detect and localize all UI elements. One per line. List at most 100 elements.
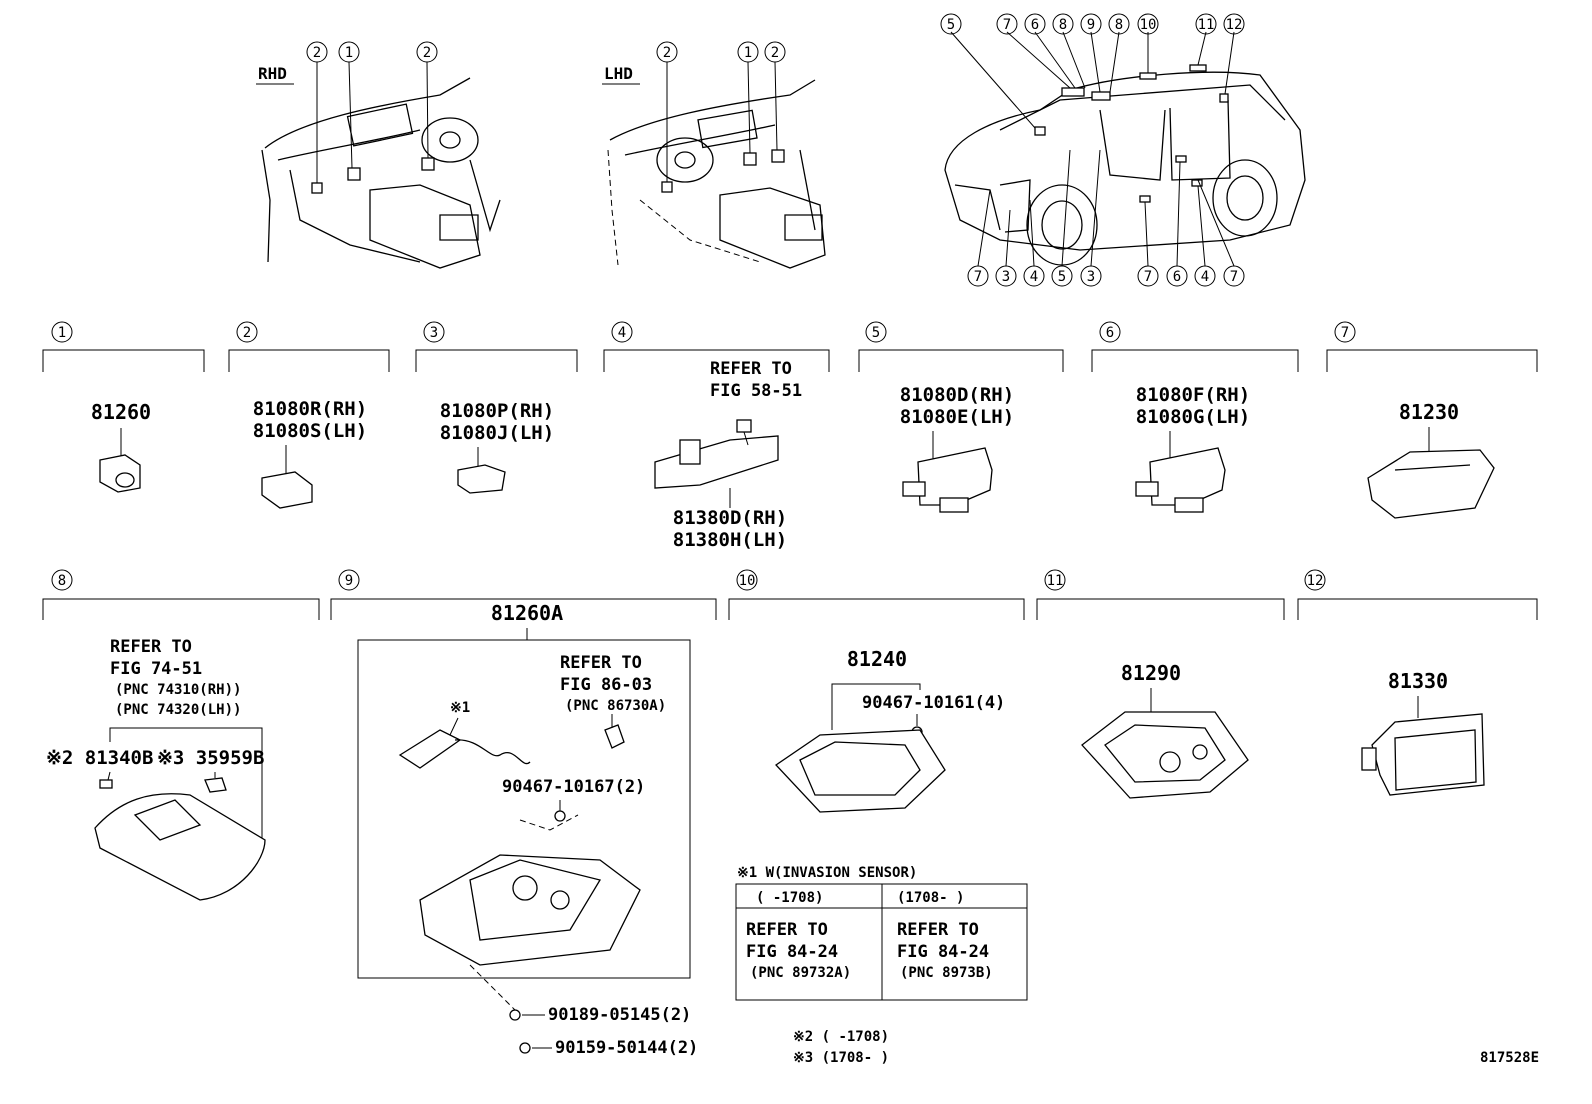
- svg-text:2: 2: [663, 45, 671, 61]
- svg-text:1: 1: [345, 45, 353, 61]
- part-number-rh: 81080D(RH): [900, 384, 1014, 406]
- section-number: 12: [1307, 573, 1324, 589]
- sensor-part-icon: [1149, 447, 1226, 506]
- sensor-part-icon: [457, 464, 506, 494]
- part-number-rh: 81380D(RH): [673, 507, 787, 529]
- switch-part-icon: [654, 435, 779, 489]
- lhd-interior-view: LHD 2 1 2: [602, 41, 826, 269]
- rhd-callout: 1: [338, 41, 360, 63]
- car-callout: 11: [1195, 13, 1217, 35]
- refer-pnc: (PNC 86730A): [565, 698, 666, 714]
- refer-text: REFER TO: [710, 359, 792, 379]
- bolt-icon: [554, 810, 566, 822]
- svg-text:12: 12: [1226, 17, 1243, 33]
- footnote-2: ※2 ( -1708): [793, 1029, 889, 1045]
- car-callout: 7: [1223, 265, 1245, 287]
- table-col1-line: FIG 84-24: [746, 942, 838, 962]
- clip-part-number: 90159-50144(2): [555, 1038, 698, 1058]
- car-callout: 10: [1137, 13, 1159, 35]
- holder-icon: [204, 777, 227, 793]
- section-2: 2 81080R(RH) 81080S(LH): [228, 321, 390, 509]
- part-number-visor-a: ※2 81340B: [46, 747, 153, 769]
- connector-icon: [604, 724, 625, 749]
- car-callout: 7: [1137, 265, 1159, 287]
- refer-pnc-lh: (PNC 74320(LH)): [115, 702, 241, 718]
- part-number-lh: 81080G(LH): [1136, 406, 1250, 428]
- svg-text:2: 2: [313, 45, 321, 61]
- overhead-console-icon: [419, 854, 641, 966]
- table-col1-line: (PNC 89732A): [750, 965, 851, 981]
- part-number: 81260A: [491, 601, 563, 625]
- section-number: 7: [1341, 325, 1349, 341]
- section-number: 3: [430, 325, 438, 341]
- refer-fig: FIG 74-51: [110, 659, 202, 679]
- car-callout: 7: [996, 13, 1018, 35]
- car-callout: 3: [1080, 265, 1102, 287]
- part-number-lh: 81380H(LH): [673, 529, 787, 551]
- table-col2-line: FIG 84-24: [897, 942, 989, 962]
- car-callout: 6: [1024, 13, 1046, 35]
- footnote-3: ※3 (1708- ): [793, 1050, 889, 1066]
- sun-visor-icon: [94, 793, 266, 901]
- variant-table: ※1 W(INVASION SENSOR) ( -1708) (1708- ) …: [735, 865, 1028, 1001]
- svg-text:4: 4: [1030, 269, 1038, 285]
- sensor-part-icon: [261, 471, 313, 509]
- section-number: 5: [872, 325, 880, 341]
- section-12: 12 81330: [1297, 569, 1538, 796]
- refer-text: REFER TO: [110, 637, 192, 657]
- note-marker: ※1: [450, 700, 470, 716]
- table-title: ※1 W(INVASION SENSOR): [737, 865, 917, 881]
- bolt-part-number: 90467-10167(2): [502, 777, 645, 797]
- section-number: 6: [1106, 325, 1114, 341]
- clip-icon: [519, 1042, 531, 1054]
- section-number: 11: [1047, 573, 1064, 589]
- section-number: 9: [345, 573, 353, 589]
- table-col1-line: REFER TO: [746, 920, 828, 940]
- car-callout: 5: [1051, 265, 1073, 287]
- section-11: 11 81290: [1036, 569, 1285, 799]
- svg-text:6: 6: [1031, 17, 1039, 33]
- section-1: 1 81260: [42, 321, 205, 493]
- svg-text:6: 6: [1173, 269, 1181, 285]
- svg-text:8: 8: [1115, 17, 1123, 33]
- car-callout: 4: [1194, 265, 1216, 287]
- sensor-part-icon: [917, 447, 993, 506]
- section-10: 10 81240 90467-10161(4): [728, 569, 1025, 813]
- section-number: 8: [58, 573, 66, 589]
- lamp-part-icon: [1367, 449, 1495, 519]
- section-number: 10: [739, 573, 756, 589]
- svg-text:4: 4: [1201, 269, 1209, 285]
- svg-text:11: 11: [1198, 17, 1215, 33]
- svg-text:1: 1: [744, 45, 752, 61]
- part-number: 81260: [91, 400, 151, 424]
- part-number-lh: 81080J(LH): [440, 422, 554, 444]
- section-number: 4: [618, 325, 626, 341]
- rhd-callout: 2: [416, 41, 438, 63]
- screw-icon: [509, 1009, 521, 1021]
- lhd-label: LHD: [604, 64, 633, 83]
- lhd-callout: 2: [764, 41, 786, 63]
- svg-text:9: 9: [1087, 17, 1095, 33]
- figure-id: 817528E: [1480, 1050, 1539, 1066]
- refer-pnc-rh: (PNC 74310(RH)): [115, 682, 241, 698]
- part-number-rh: 81080R(RH): [253, 398, 367, 420]
- table-col2-line: REFER TO: [897, 920, 979, 940]
- part-number: 81330: [1388, 669, 1448, 693]
- rhd-interior-view: RHD 2 1 2: [256, 41, 501, 269]
- car-callout: 3: [995, 265, 1017, 287]
- svg-text:7: 7: [1003, 17, 1011, 33]
- part-number-visor-b: ※3 35959B: [157, 747, 264, 769]
- luggage-lamp-icon: [1371, 713, 1485, 796]
- car-callout: 7: [967, 265, 989, 287]
- part-number: 81290: [1121, 661, 1181, 685]
- section-number: 1: [58, 325, 66, 341]
- part-number-rh: 81080P(RH): [440, 400, 554, 422]
- table-col2-line: (PNC 8973B): [900, 965, 993, 981]
- svg-text:8: 8: [1059, 17, 1067, 33]
- refer-text: REFER TO: [560, 653, 642, 673]
- car-callout: 8: [1052, 13, 1074, 35]
- section-4: 4 REFER TO FIG 58-51 81380D(RH) 81380H(L…: [603, 321, 830, 551]
- svg-text:2: 2: [771, 45, 779, 61]
- clip-icon: [99, 779, 113, 789]
- part-number-lh: 81080S(LH): [253, 420, 367, 442]
